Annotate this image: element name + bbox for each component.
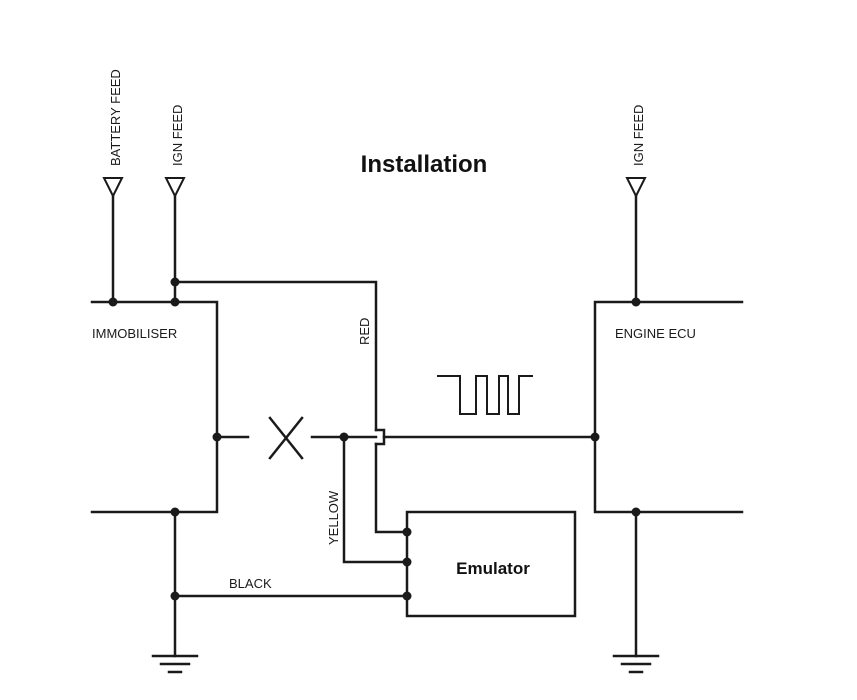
junction-dot [212, 432, 222, 442]
junction-dot [590, 432, 600, 442]
ground-right-icon [612, 654, 660, 674]
diagram-title: Installation [361, 151, 488, 178]
junction-dot [170, 507, 180, 517]
junction-dot [402, 591, 412, 601]
junction-dot [170, 277, 180, 287]
ground-left-icon [151, 654, 199, 674]
junction-dot [170, 297, 180, 307]
junction-dot [402, 527, 412, 537]
junction-dot [339, 432, 349, 442]
ign-feed-left-label: IGN FEED [170, 105, 185, 166]
square-wave-signal-icon [437, 375, 533, 415]
ign-feed-left-terminal-icon [164, 177, 186, 199]
battery-feed-terminal-icon [102, 177, 124, 199]
engine-ecu-block [593, 300, 744, 514]
ign-feed-right-terminal-icon [625, 177, 647, 199]
immobiliser-label: IMMOBILISER [92, 326, 177, 341]
ign-feed-right-label: IGN FEED [631, 105, 646, 166]
junction-dot [170, 591, 180, 601]
yellow-wire [342, 435, 409, 564]
black-wire [173, 510, 409, 658]
yellow-wire-label: YELLOW [326, 490, 341, 545]
junction-dot [631, 297, 641, 307]
red-wire-label: RED [357, 318, 372, 345]
junction-dot [402, 557, 412, 567]
emulator-label: Emulator [456, 559, 530, 578]
red-wire [173, 280, 409, 534]
junction-dot [631, 507, 641, 517]
black-wire-label: BLACK [229, 576, 272, 591]
engine-ecu-label: ENGINE ECU [615, 326, 696, 341]
junction-dots [108, 277, 641, 601]
cut-wire-x-icon [268, 416, 304, 460]
battery-feed-label: BATTERY FEED [108, 69, 123, 166]
junction-dot [108, 297, 118, 307]
immobiliser-block [90, 300, 219, 514]
